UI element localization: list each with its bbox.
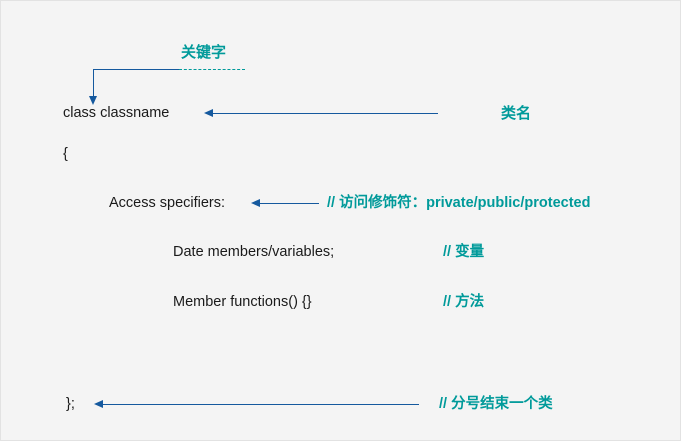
close-brace-arrowhead-icon bbox=[94, 399, 103, 408]
keyword-connector-vertical bbox=[93, 69, 94, 98]
access-specifiers-arrowhead-icon bbox=[251, 198, 260, 207]
data-members-comment: // 变量 bbox=[443, 244, 485, 260]
access-specifiers-connector-line bbox=[259, 203, 319, 204]
close-brace-comment: // 分号结束一个类 bbox=[439, 396, 553, 412]
code-line-data-members: Date members/variables; bbox=[173, 244, 335, 260]
access-specifiers-comment: // 访问修饰符：private/public/protected bbox=[327, 195, 591, 211]
class-name-arrowhead-icon bbox=[204, 108, 213, 117]
code-line-member-functions: Member functions() {} bbox=[173, 294, 312, 310]
member-functions-comment: // 方法 bbox=[443, 294, 485, 310]
code-line-access-specifiers: Access specifiers: bbox=[109, 195, 226, 211]
class-name-connector-line bbox=[212, 113, 438, 114]
keyword-connector-horizontal bbox=[93, 69, 179, 70]
keyword-connector-arrowhead-icon bbox=[88, 96, 97, 105]
keyword-annotation-label: 关键字 bbox=[181, 44, 227, 61]
code-line-class-declaration: class classname bbox=[63, 105, 170, 121]
close-brace-connector-line bbox=[102, 404, 419, 405]
code-line-close-brace: }; bbox=[66, 396, 75, 412]
class-name-annotation-label: 类名 bbox=[501, 105, 532, 122]
code-line-open-brace: { bbox=[63, 146, 68, 162]
keyword-dashed-underline bbox=[179, 69, 245, 70]
